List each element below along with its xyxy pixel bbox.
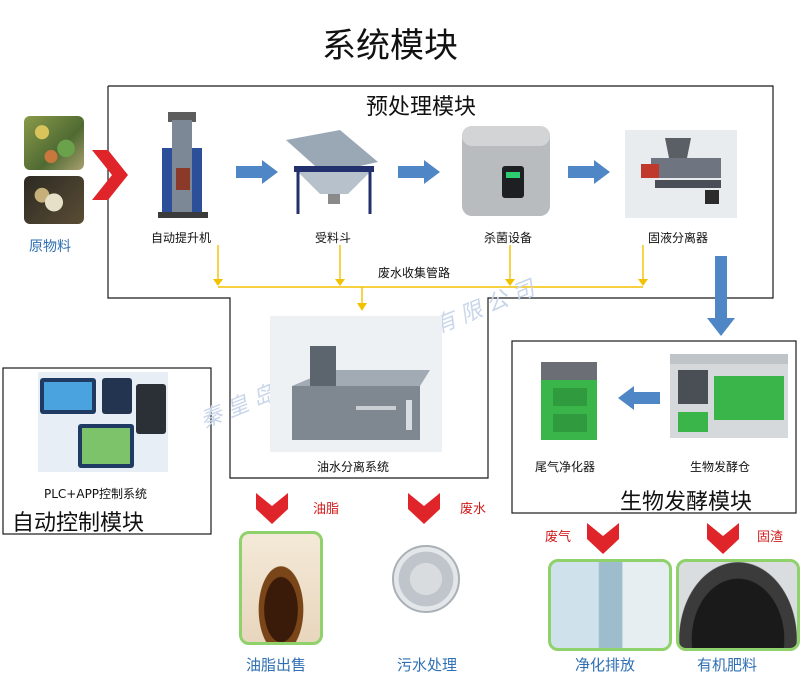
fermentation-title: 生物发酵模块 xyxy=(620,490,753,515)
raw-material-photo-2 xyxy=(24,176,84,224)
oil-photo xyxy=(239,531,323,645)
hopper-label: 受料斗 xyxy=(315,231,352,245)
oil-sale-label: 油脂出售 xyxy=(246,656,307,674)
purify-photo xyxy=(548,559,672,651)
exhaust-label: 尾气净化器 xyxy=(535,460,596,474)
gas-tag: 废气 xyxy=(545,530,572,545)
raw-material-label: 原物料 xyxy=(29,239,71,255)
fermenter-label: 生物发酵仓 xyxy=(690,460,751,474)
sewage-label: 污水处理 xyxy=(397,656,458,674)
oil-water-image xyxy=(270,316,442,452)
sterilizer-label: 杀菌设备 xyxy=(484,231,533,245)
hopper-image xyxy=(286,130,378,214)
residue-tag: 固渣 xyxy=(757,530,784,545)
plc-label: PLC+APP控制系统 xyxy=(44,487,148,501)
lift-label: 自动提升机 xyxy=(151,231,212,245)
exhaust-image xyxy=(541,362,597,440)
output-chevrons xyxy=(256,493,739,554)
oil-water-label: 油水分离系统 xyxy=(317,460,390,474)
fertilizer-label: 有机肥料 xyxy=(697,656,758,674)
fermenter-image xyxy=(670,354,788,438)
raw-material-photo-1 xyxy=(24,116,84,170)
lift-image xyxy=(158,112,208,218)
oil-tag: 油脂 xyxy=(313,502,340,517)
pretreatment-frame xyxy=(107,85,774,479)
sterilizer-image xyxy=(462,126,550,216)
purify-label: 净化排放 xyxy=(575,656,636,674)
fermentation-frame xyxy=(511,340,797,514)
input-chevron xyxy=(92,150,128,200)
separator-image xyxy=(625,130,737,218)
page-title: 系统模块 xyxy=(322,26,458,66)
plc-image xyxy=(38,372,168,472)
pipe-label: 废水收集管路 xyxy=(378,266,451,280)
separator-label: 固液分离器 xyxy=(648,231,709,245)
control-frame xyxy=(2,367,212,535)
fertilizer-photo xyxy=(676,559,800,651)
control-title: 自动控制模块 xyxy=(12,511,145,536)
flow-arrows xyxy=(236,160,735,410)
wastewater-tag: 废水 xyxy=(460,502,487,517)
sewage-photo xyxy=(392,545,460,613)
pretreatment-title: 预处理模块 xyxy=(366,95,477,120)
